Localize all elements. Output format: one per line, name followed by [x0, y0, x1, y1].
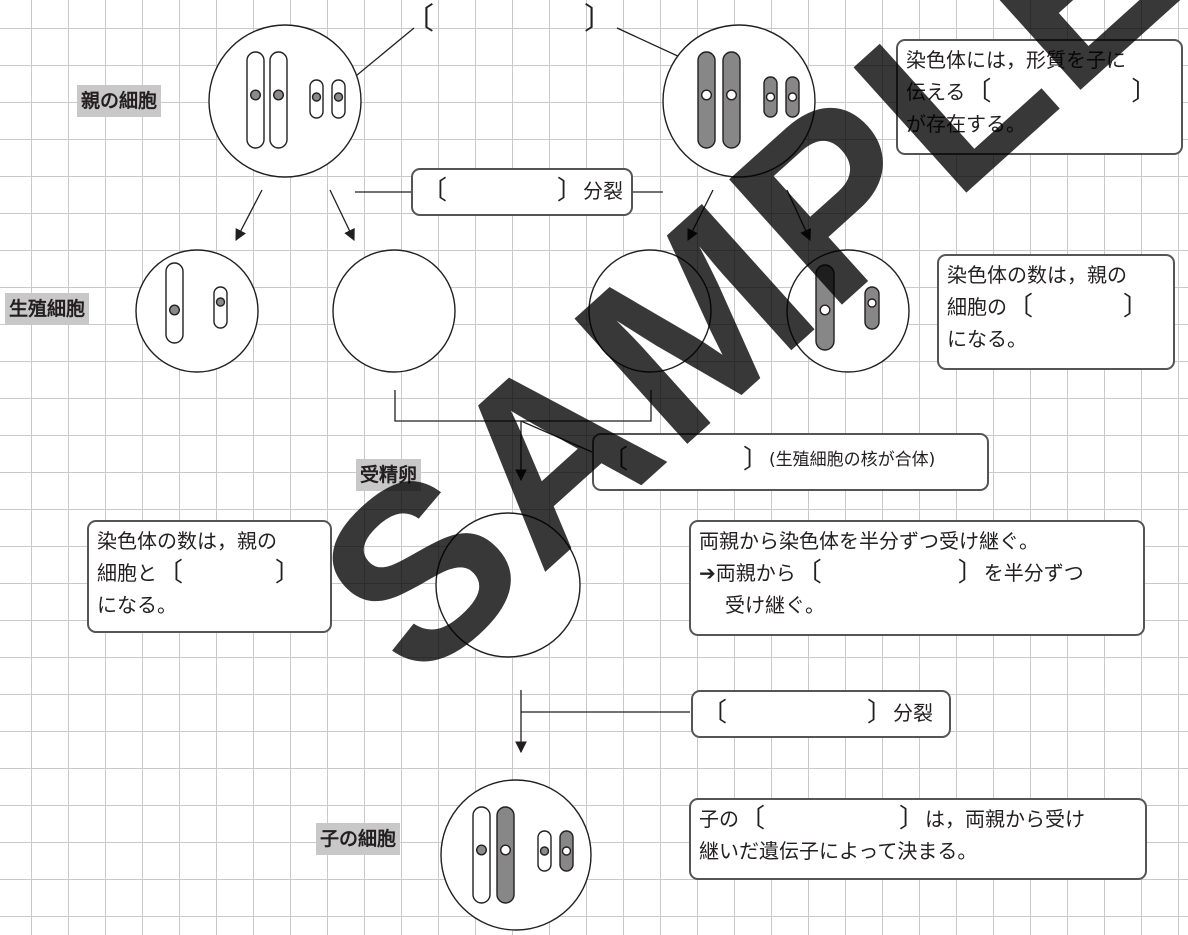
- fertilization-box: 〔 〕 (生殖細胞の核が合体): [592, 433, 989, 491]
- inherit-line1: 両親から染色体を半分ずつ受け継ぐ。: [699, 529, 1039, 553]
- bracket-close: 〕: [275, 558, 302, 588]
- centromere: [787, 92, 798, 102]
- bracket-close: 〕: [1123, 292, 1150, 322]
- fusion-bracket: [394, 390, 652, 422]
- centromere: [168, 304, 180, 316]
- blank-bracket-close: 〕: [584, 2, 614, 37]
- germ-count-line1: 染色体の数は，親の: [947, 263, 1127, 287]
- cell-division-box: 〔 〕 分裂: [691, 690, 951, 738]
- egg-count-box: 染色体の数は，親の 細胞と 〔 〕 になる。: [87, 520, 332, 633]
- germ-cell-2: [332, 249, 456, 373]
- germ-count-box: 染色体の数は，親の 細胞の 〔 〕 になる。: [937, 254, 1175, 370]
- centromere: [701, 89, 713, 101]
- centromere: [561, 846, 572, 856]
- bracket-open: 〔: [739, 804, 766, 834]
- centromere: [726, 89, 738, 101]
- bracket-close: 〕: [957, 558, 984, 588]
- bracket-open: 〔: [795, 558, 822, 588]
- arrow-4: [786, 189, 811, 242]
- trait-line1-suffix: は，両親から受け: [925, 807, 1086, 831]
- egg-count-line2: 細胞と: [97, 561, 157, 585]
- meiosis-box: 〔 〕 分裂: [411, 168, 633, 216]
- bracket-open: 〔: [602, 445, 629, 475]
- inherit-box: 両親から染色体を半分ずつ受け継ぐ。 ➔両親から 〔 〕 を半分ずつ 受け継ぐ。: [689, 520, 1145, 636]
- gene-box-line1: 染色体には，形質を子に: [906, 48, 1126, 72]
- label-fertilized-egg: 受精卵: [356, 459, 422, 491]
- germ-cell-1: [135, 249, 259, 373]
- inherit-line3: 受け継ぐ。: [725, 593, 825, 617]
- germ-count-line3: になる。: [947, 327, 1027, 351]
- gene-box: 染色体には，形質を子に 伝える 〔 〕 が存在する。: [896, 39, 1183, 155]
- label-child-cell: 子の細胞: [316, 823, 401, 855]
- centromere: [215, 297, 226, 307]
- blank-bracket-open: 〔: [404, 2, 434, 37]
- gene-box-line3: が存在する。: [906, 112, 1026, 136]
- chromosome: [864, 286, 880, 330]
- fertilization-suffix: (生殖細胞の核が合体): [769, 450, 936, 470]
- centromere: [273, 89, 285, 101]
- egg-count-line1: 染色体の数は，親の: [97, 529, 277, 553]
- arrow-3: [687, 189, 714, 242]
- chromosome: [165, 262, 184, 344]
- bracket-close: 〕: [867, 698, 894, 728]
- label-parent-cell: 親の細胞: [77, 85, 162, 117]
- fertilization-line: [520, 420, 593, 453]
- centromere: [249, 89, 261, 101]
- germ-count-line2: 細胞の: [947, 295, 1007, 319]
- centromere: [867, 298, 877, 308]
- trait-line1-prefix: 子の: [699, 807, 739, 831]
- chromosome: [213, 286, 228, 329]
- germ-cell-3: [588, 249, 712, 373]
- gene-box-line2: 伝える: [906, 80, 966, 104]
- bracket-open: 〔: [157, 558, 184, 588]
- centromere: [476, 844, 488, 856]
- bracket-open: 〔: [701, 698, 728, 728]
- centromere: [765, 92, 776, 102]
- bracket-close: 〕: [743, 445, 770, 475]
- bracket-open: 〔: [421, 176, 448, 206]
- bracket-open: 〔: [1007, 292, 1034, 322]
- centromere: [311, 92, 322, 102]
- bracket-close: 〕: [556, 176, 583, 206]
- cell-division-suffix: 分裂: [893, 701, 934, 725]
- inherit-line2-prefix: ➔両親から: [699, 561, 796, 585]
- arrow-1: [235, 189, 263, 242]
- meiosis-suffix: 分裂: [583, 179, 623, 203]
- egg-count-line3: になる。: [97, 593, 177, 617]
- bracket-close: 〕: [899, 804, 926, 834]
- fertilized-egg-cell: [435, 512, 581, 658]
- germ-cell-4: [786, 249, 910, 373]
- arrow-2: [329, 189, 355, 242]
- bracket-close: 〕: [1131, 77, 1158, 107]
- centromere: [539, 846, 550, 856]
- trait-line2: 継いだ遺伝子によって決まる。: [699, 839, 978, 863]
- centromere: [819, 304, 831, 316]
- centromere: [333, 92, 344, 102]
- trait-box: 子の 〔 〕 は，両親から受け 継いだ遺伝子によって決まる。: [689, 798, 1147, 880]
- label-germ-cell: 生殖細胞: [5, 293, 90, 325]
- bracket-open: 〔: [965, 77, 992, 107]
- centromere: [500, 844, 512, 856]
- inherit-line2-suffix: を半分ずつ: [983, 561, 1084, 585]
